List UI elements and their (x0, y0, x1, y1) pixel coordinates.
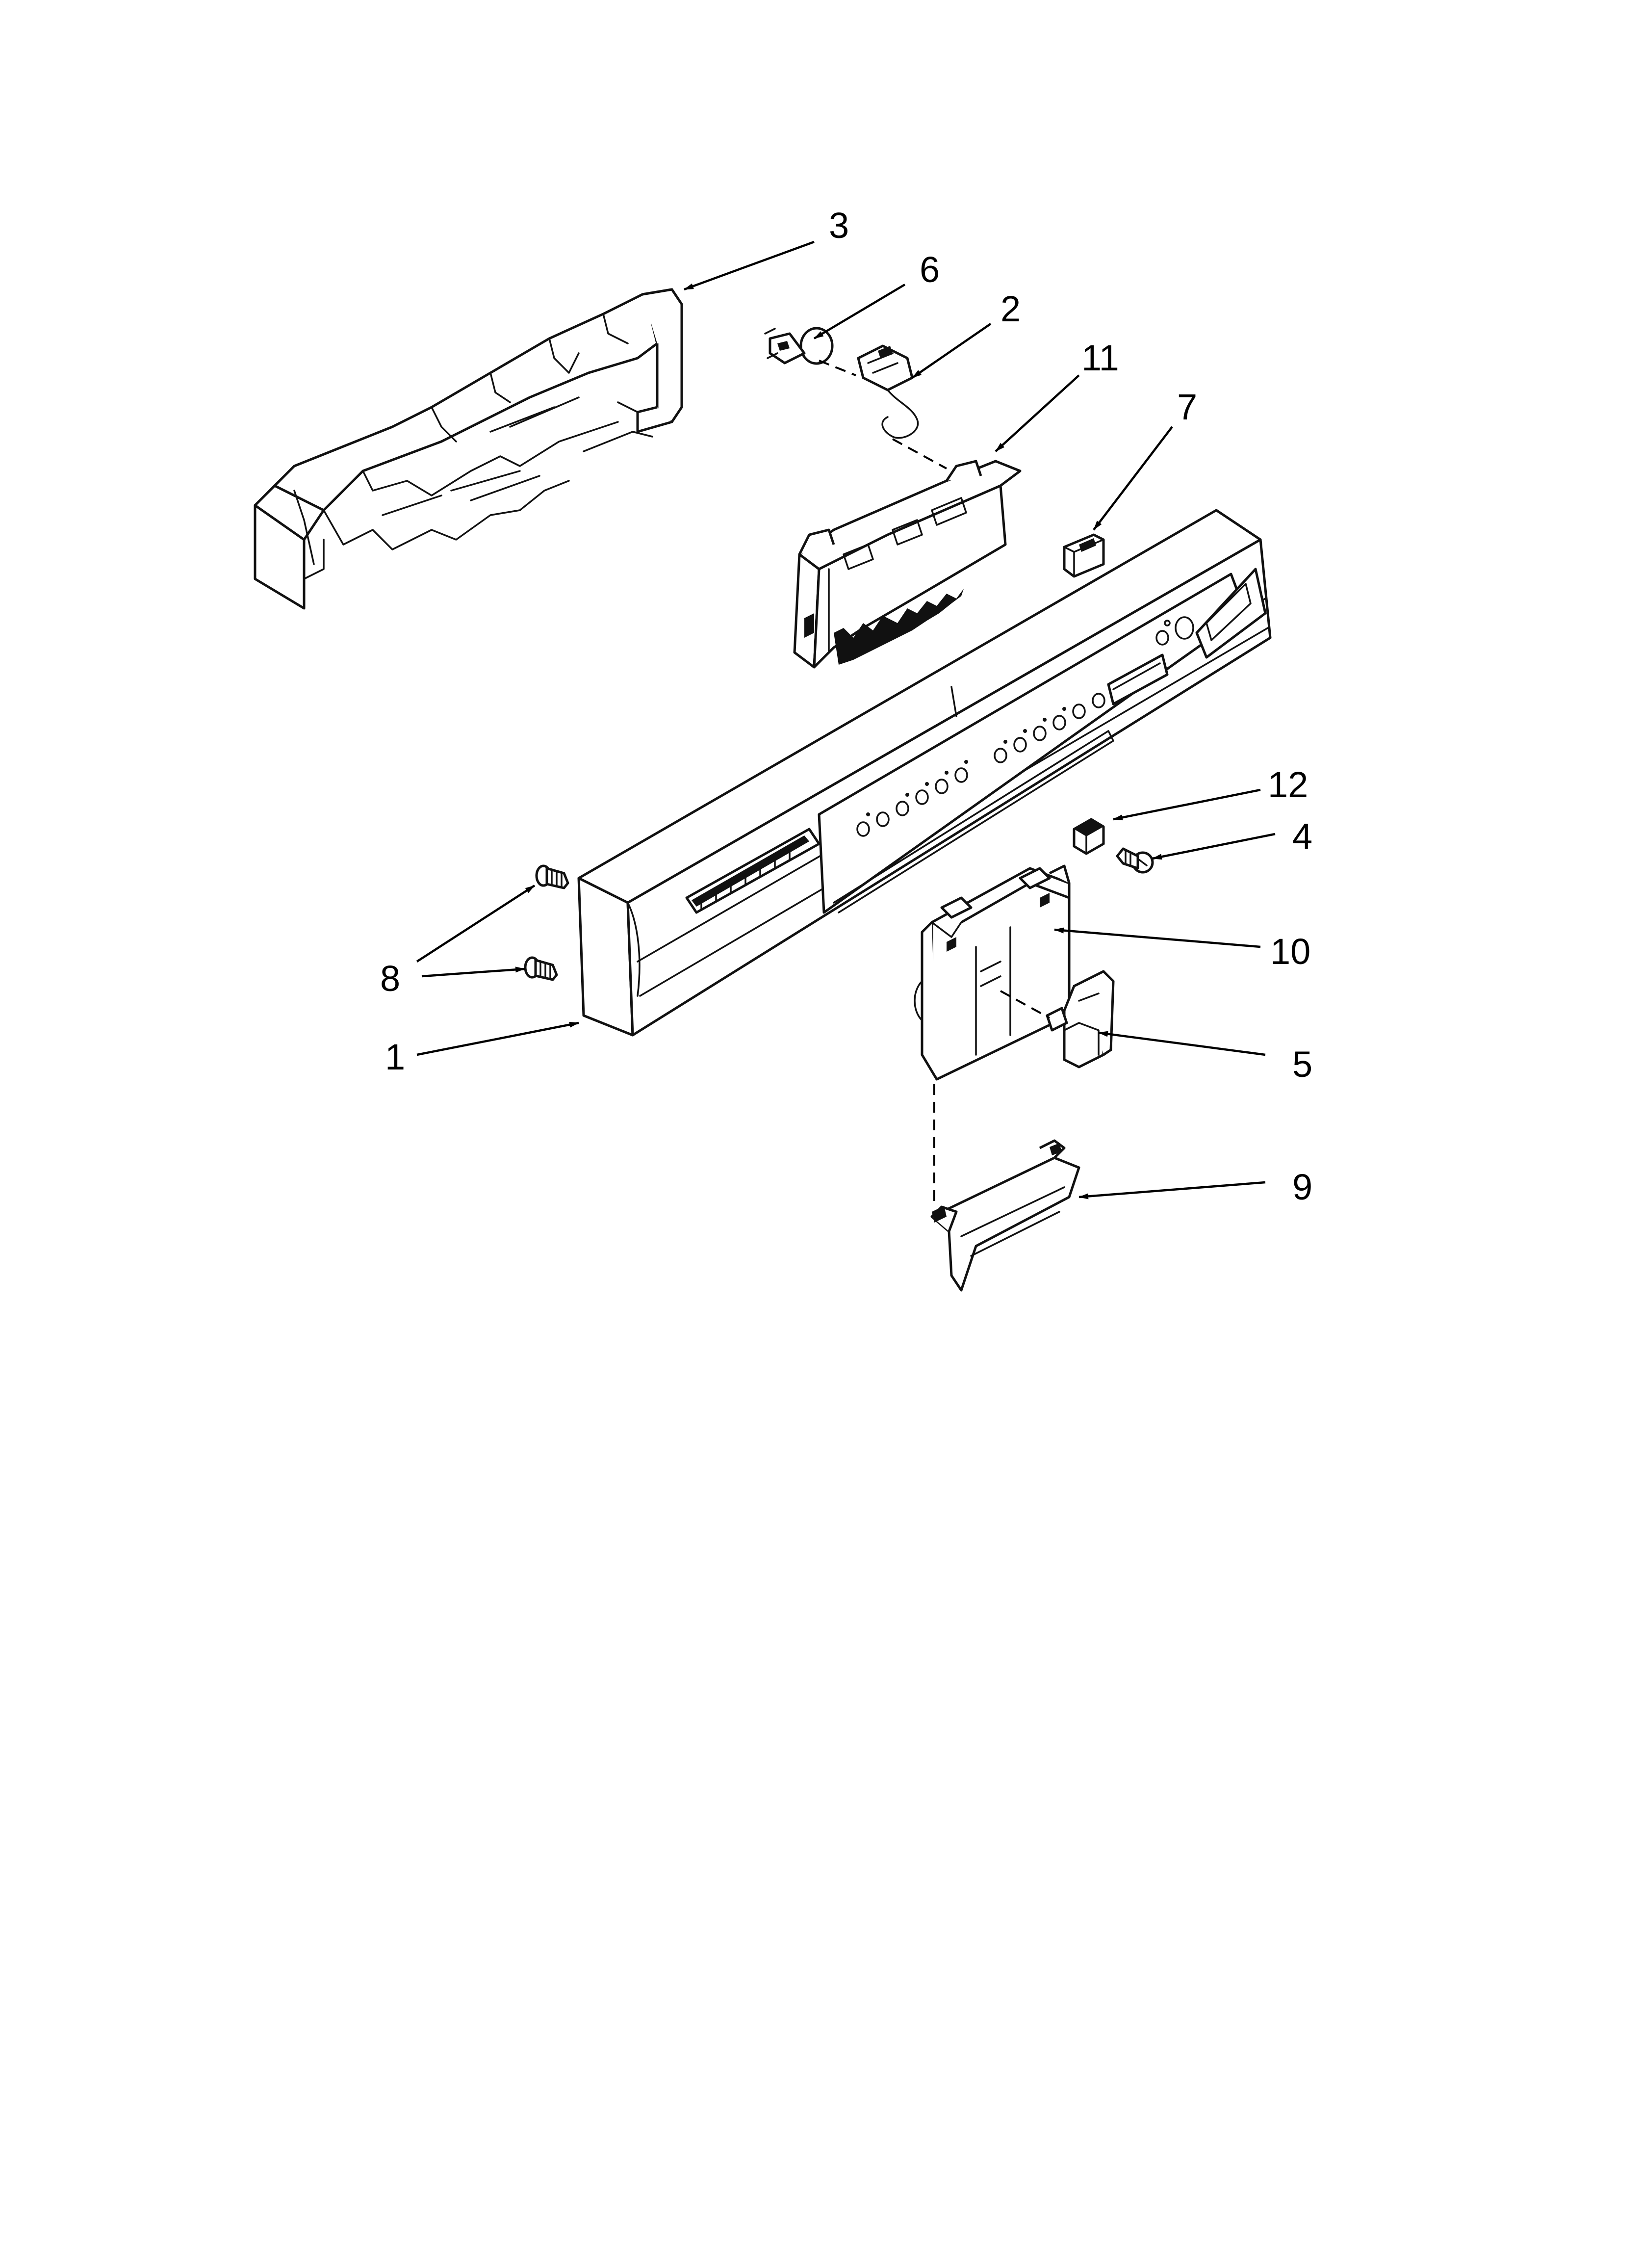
callout-7: 7 (1177, 387, 1197, 427)
part-11-control-board (793, 460, 1022, 669)
callout-5: 5 (1292, 1044, 1312, 1085)
callout-6: 6 (920, 249, 940, 290)
part-4-screw (1116, 847, 1154, 874)
part-9-latch-bracket (930, 1139, 1080, 1292)
callout-2: 2 (1001, 288, 1021, 329)
part-8-screws (524, 864, 569, 981)
part-2-wire-clip (857, 344, 919, 439)
callout-4: 4 (1292, 816, 1312, 857)
part-6-thermal-fuse (764, 327, 834, 365)
callout-9: 9 (1292, 1167, 1312, 1207)
part-12-clip (1073, 818, 1105, 855)
part-3-console-bracket (254, 288, 683, 610)
callout-labels: 3 6 2 11 7 12 4 10 5 9 8 1 (380, 205, 1312, 1207)
alignment-lines (819, 360, 1050, 1207)
screw-lower (524, 956, 558, 981)
screw-upper (535, 864, 569, 889)
callout-3: 3 (829, 205, 849, 246)
leader-lines (416, 240, 1276, 1199)
part-10-bracket (914, 864, 1071, 1081)
part-7-clip (1063, 533, 1105, 578)
callout-8: 8 (380, 958, 400, 999)
callout-10: 10 (1270, 931, 1310, 972)
callout-12: 12 (1268, 764, 1308, 805)
callout-11: 11 (1081, 338, 1119, 378)
callout-1: 1 (385, 1037, 405, 1077)
part-1-console-panel (577, 509, 1272, 1037)
